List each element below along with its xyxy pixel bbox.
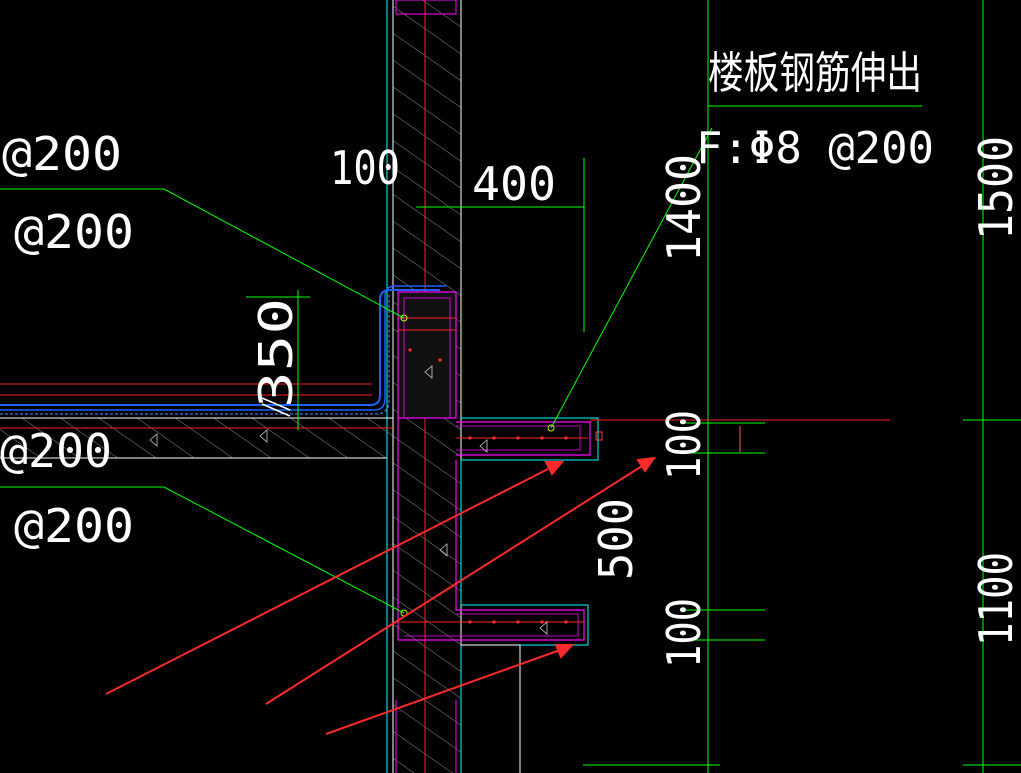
dim-1100: 1100 [969,552,1021,646]
dim-1400: 1400 [657,154,711,262]
joint-core [149,291,603,773]
dim-350-mark [261,397,291,411]
annotation-arrows [105,456,657,735]
dim-1500: 1500 [969,136,1021,240]
dimension-texts: 100 400 350 1400 1500 100 500 100 1100 [249,136,1021,668]
arrow-2 [265,465,643,705]
dim-100-low: 100 [657,598,711,668]
dimension-lines [246,0,1021,773]
dim-100-top: 100 [330,141,400,195]
dim-500: 500 [589,498,643,580]
leader-lines [0,127,713,614]
left-slab [0,285,446,459]
dim-350: 350 [249,298,303,408]
dim-100-mid: 100 [657,410,711,480]
rebar-spec-bottom-1: @200 [0,424,112,478]
arrow-1 [105,467,551,695]
slab-rebar-note: 楼板钢筋伸出 [708,48,922,99]
rebar-spec-top-1: @200 [2,127,122,181]
slab-rebar-spec: F:Φ8 @200 [696,123,934,174]
rebar-spec-top-2: @200 [14,205,134,259]
annotation-texts: 楼板钢筋伸出 F:Φ8 @200 @200 @200 @200 @200 [0,48,934,553]
arrow-3 [325,649,561,735]
rebar-spec-bottom-2: @200 [14,499,134,553]
dim-350-mark-2 [261,403,291,417]
dim-400: 400 [472,157,556,211]
